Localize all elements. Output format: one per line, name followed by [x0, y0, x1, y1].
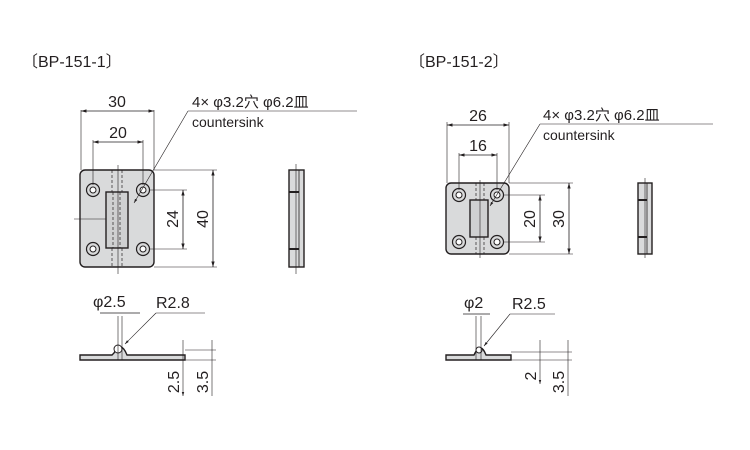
dim-total-thickness: 3.5 [195, 371, 212, 393]
dim-knuckle-radius: R2.5 [512, 296, 546, 313]
hole-note: 4× φ3.2穴 φ6.2皿 [543, 107, 660, 124]
drawing-bp-151-1: 〔BP-151-1〕 30 [22, 53, 357, 396]
dim-hole-pitch-x: 20 [109, 125, 127, 142]
dim-pin-diameter: φ2 [464, 295, 483, 312]
section-view: φ2.5 R2.8 2.5 3.5 [79, 294, 216, 396]
hole-note: 4× φ3.2穴 φ6.2皿 [192, 94, 309, 111]
dim-hole-pitch-y: 20 [522, 210, 539, 228]
section-view: φ2 R2.5 2 3.5 [445, 295, 572, 396]
front-view [74, 165, 155, 274]
drawing-title: 〔BP-151-1〕 [22, 53, 122, 71]
drawing-bp-151-2: 〔BP-151-2〕 26 16 20 [409, 53, 713, 396]
dim-total-thickness: 3.5 [551, 371, 568, 393]
hole-note-en: countersink [192, 114, 265, 130]
side-view [637, 178, 653, 258]
side-view [288, 164, 305, 274]
front-view [445, 180, 510, 258]
dim-overall-width: 26 [469, 108, 487, 125]
hole-note-en: countersink [543, 127, 616, 143]
dim-hole-pitch-y: 24 [165, 210, 182, 228]
dim-pin-diameter: φ2.5 [93, 294, 126, 311]
dim-overall-height: 30 [551, 210, 568, 228]
dim-knuckle-radius: R2.8 [156, 295, 190, 312]
dim-plate-thickness: 2 [523, 371, 540, 380]
dim-overall-height: 40 [195, 210, 212, 228]
dim-overall-width: 30 [108, 94, 126, 111]
dim-plate-thickness: 2.5 [166, 371, 183, 393]
drawing-title: 〔BP-151-2〕 [409, 53, 509, 71]
dim-hole-pitch-x: 16 [469, 138, 487, 155]
